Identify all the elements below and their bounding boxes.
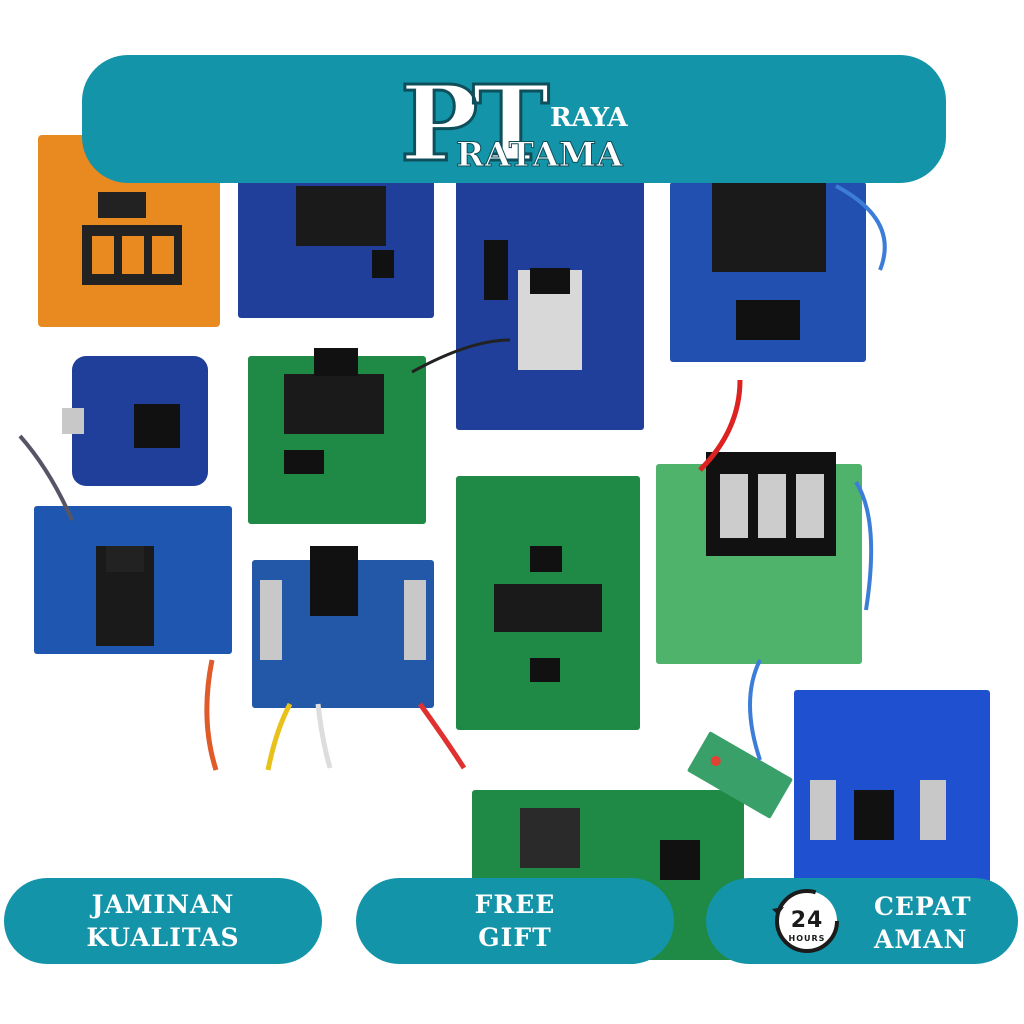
logo-big-letters: PT: [400, 64, 549, 172]
green-pcb-3: [656, 452, 862, 664]
blue-pcb-3: [670, 182, 866, 362]
small-pcb: [687, 731, 793, 819]
clock-hours: HOURS: [789, 934, 826, 943]
quality-guarantee-badge: JAMINAN KUALITAS: [4, 878, 322, 964]
badge-line2: GIFT: [478, 923, 552, 952]
logo-raya: RAYA: [550, 103, 628, 133]
free-gift-badge: FREE GIFT: [356, 878, 674, 964]
clock-number: 24: [791, 908, 824, 933]
badge-line2: AMAN: [874, 925, 968, 954]
blue-pcb-1: [238, 180, 434, 318]
blue-pcb-2: [456, 180, 644, 430]
header-banner: [82, 55, 946, 183]
orange-pcb: [38, 135, 220, 327]
badge-line2: KUALITAS: [86, 923, 240, 952]
green-pcb-1: [248, 348, 426, 524]
blue-pcb-small: [62, 356, 208, 486]
blue-pcb-4: [34, 506, 232, 654]
24-hours-icon: 24 HOURS: [772, 889, 839, 953]
badge-line1: FREE: [474, 890, 556, 919]
badge-line1: CEPAT: [874, 892, 972, 921]
pt-raya-pratama-logo: PT RAYA RATAMA: [399, 64, 629, 172]
badge-line1: JAMINAN: [91, 890, 235, 919]
fast-safe-badge: 24 HOURS CEPAT AMAN: [706, 878, 1018, 964]
green-pcb-2: [456, 476, 640, 730]
logo-ratama: RATAMA: [456, 135, 623, 172]
blue-pcb-5: [252, 546, 434, 708]
blue-pcb-6: [794, 690, 990, 890]
